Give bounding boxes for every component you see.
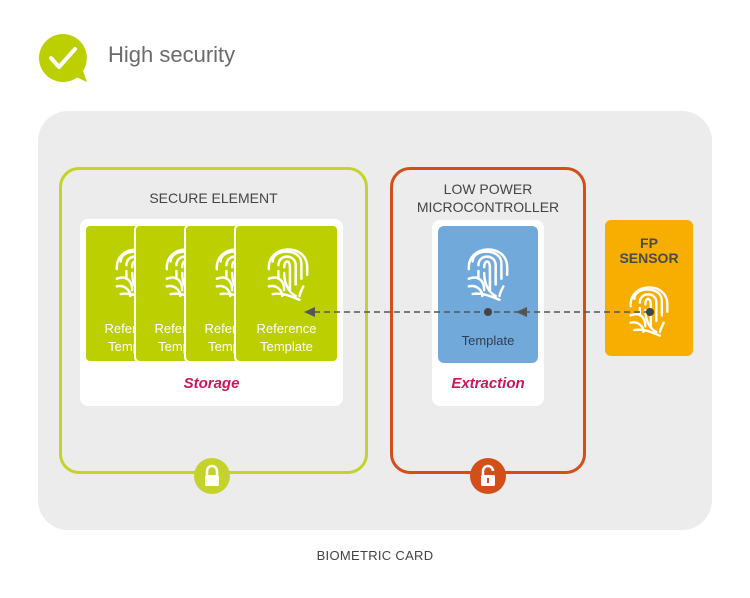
caption: BIOMETRIC CARD <box>316 548 434 563</box>
secure-element-title: SECURE ELEMENT <box>149 190 278 206</box>
extraction-label: Extraction <box>451 375 525 392</box>
check-bubble-icon <box>38 33 88 83</box>
storage-label: Storage <box>183 375 240 392</box>
sensor-title-line1: FP <box>640 235 658 251</box>
open-lock-icon <box>470 458 506 494</box>
flow-dot <box>484 308 492 316</box>
sensor-title-line2: SENSOR <box>619 250 679 266</box>
closed-lock-icon <box>194 458 230 494</box>
fp-sensor: FP SENSOR <box>605 220 693 356</box>
microcontroller-title-line2: MICROCONTROLLER <box>416 199 560 215</box>
template-card: Template <box>438 226 538 363</box>
flow-dot <box>646 308 654 316</box>
microcontroller-title-line1: LOW POWER <box>443 181 533 197</box>
page-title: High security <box>108 42 236 67</box>
arrowhead-icon <box>516 307 527 317</box>
arrowhead-icon <box>304 307 315 317</box>
